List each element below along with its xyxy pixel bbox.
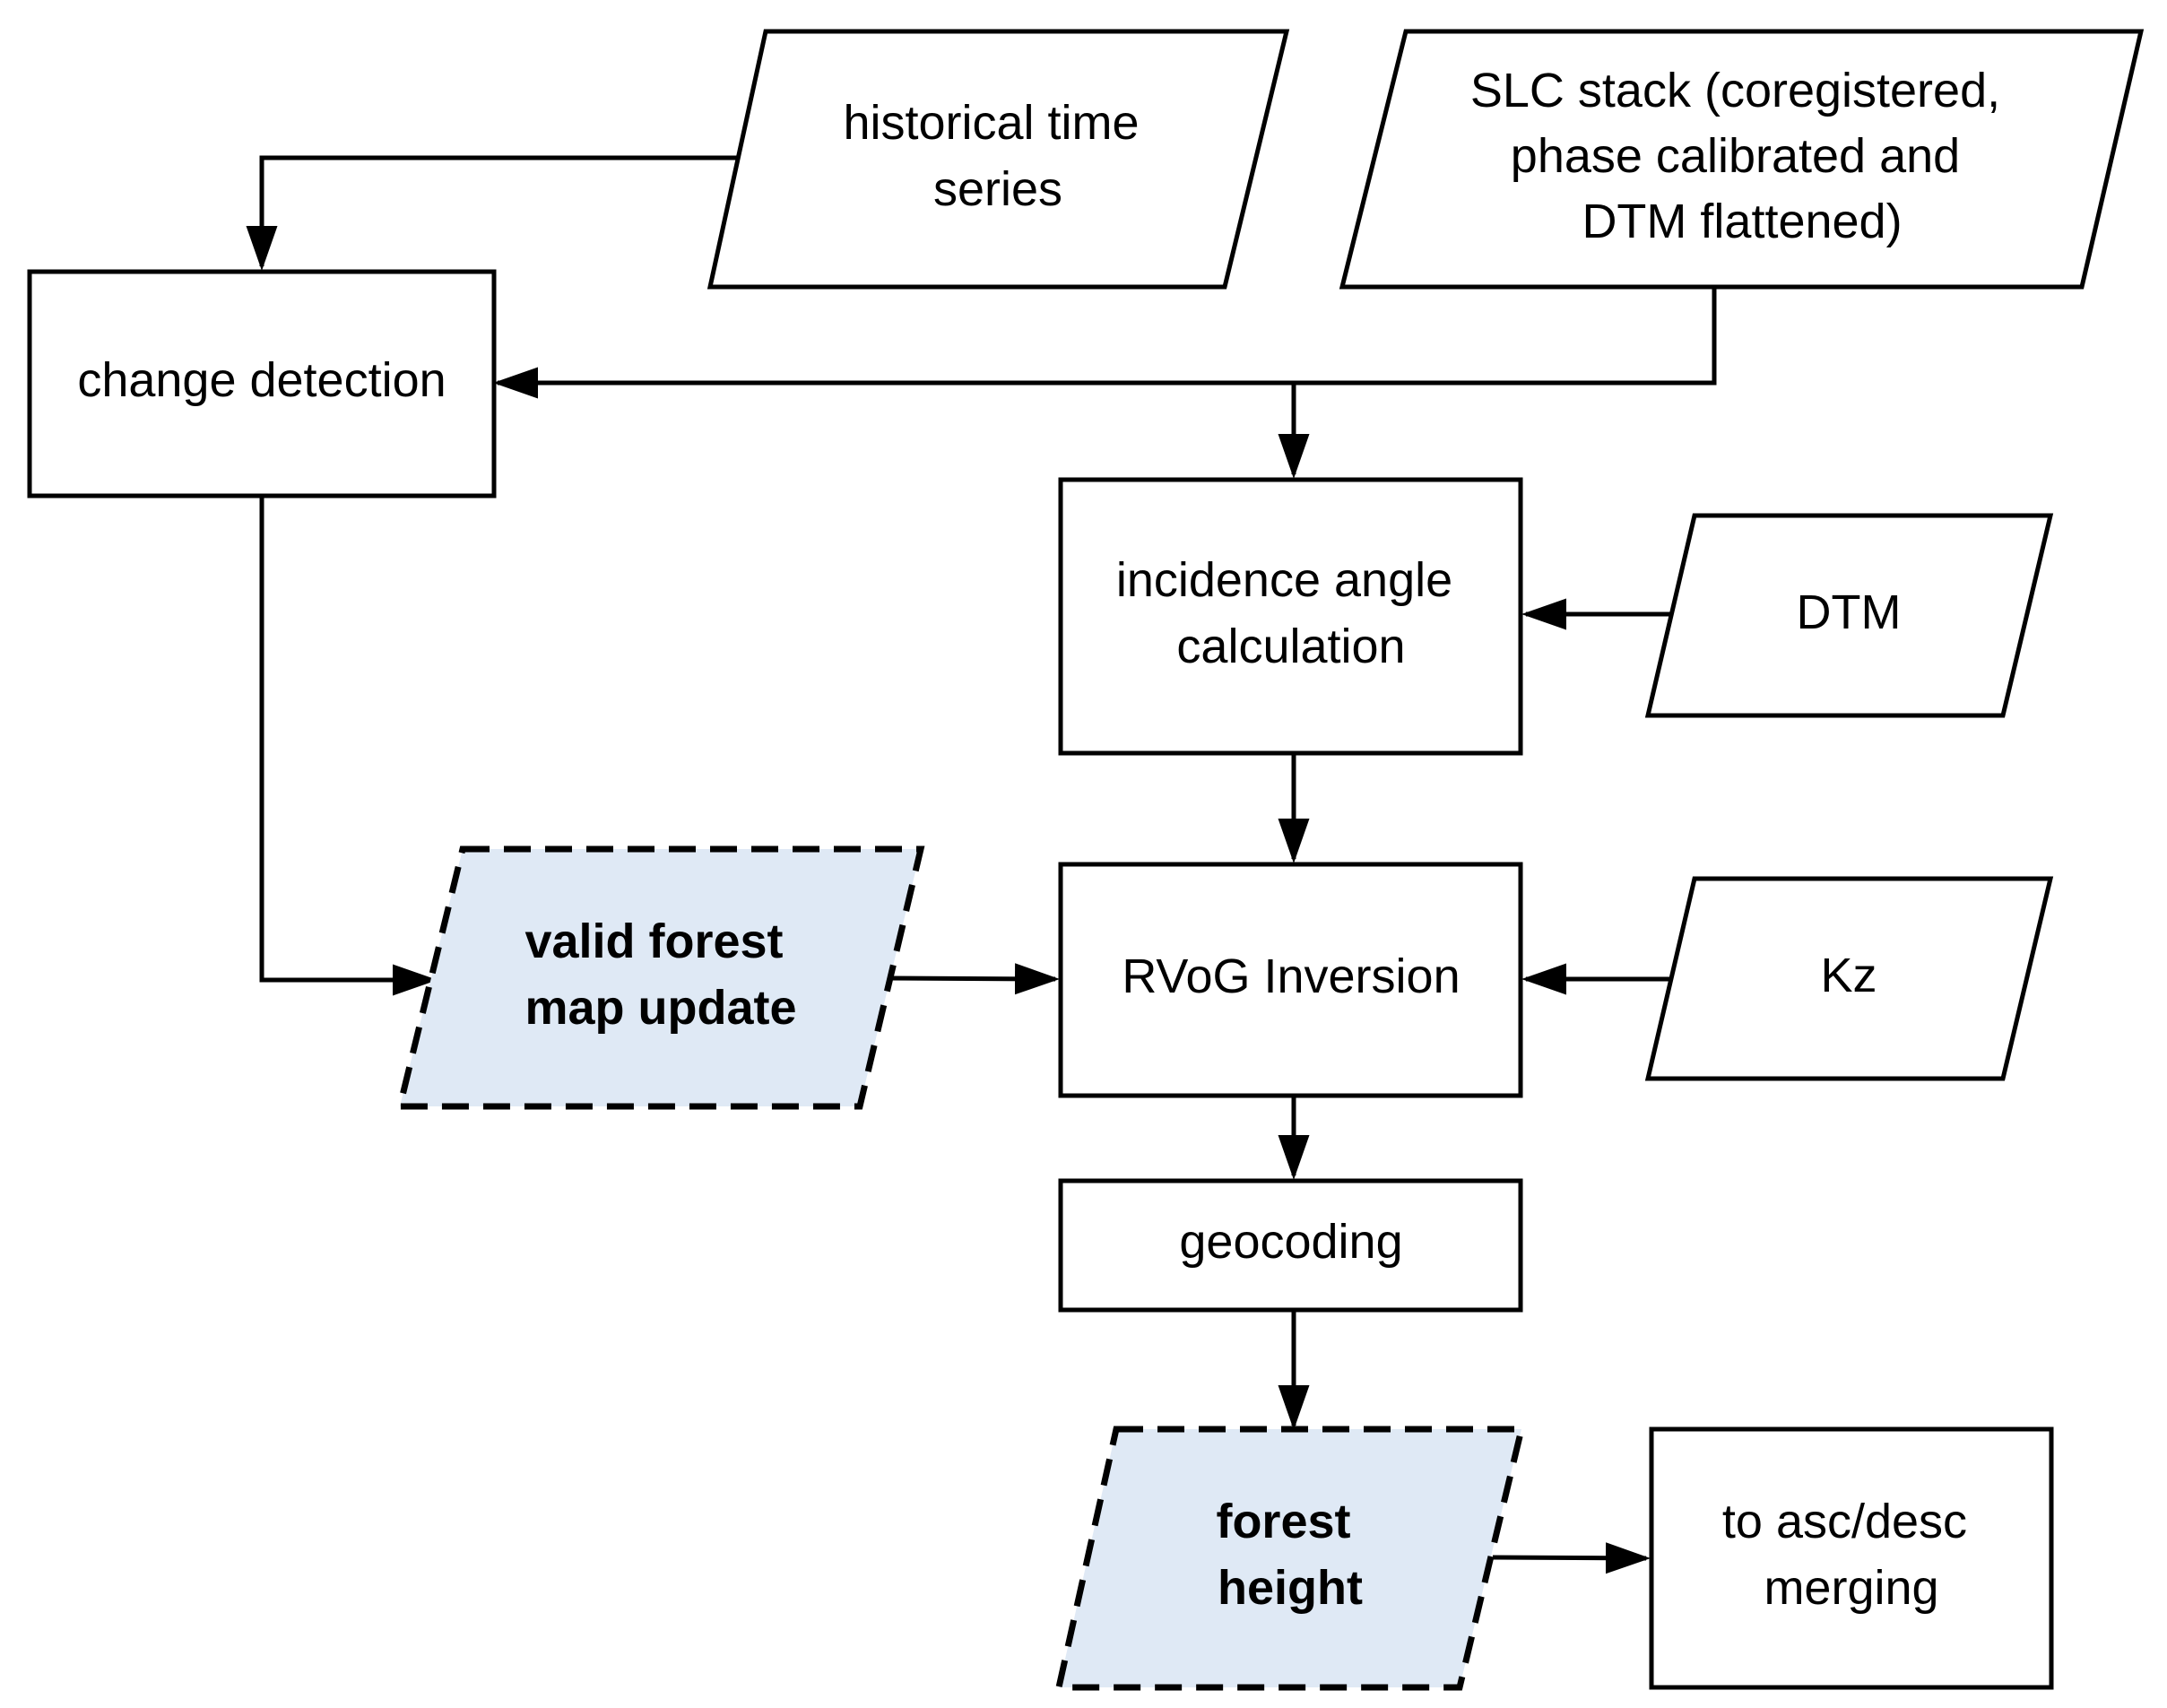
slc-stack-line-2: phase calibrated and bbox=[1511, 129, 1960, 183]
kz-line-1: Kz bbox=[1820, 949, 1877, 1002]
forest-height-line-1: forest bbox=[1216, 1495, 1350, 1548]
edge-change-detection-to-valid-map bbox=[259, 496, 438, 996]
edge-valid-map-to-rvog bbox=[888, 963, 1060, 995]
node-asc-desc-merging: to asc/desc merging bbox=[1649, 1426, 2054, 1690]
forest-height-label: forest height bbox=[1216, 1495, 1364, 1615]
kz-shape bbox=[1644, 876, 2054, 1081]
geocoding-label: geocoding bbox=[1179, 1215, 1402, 1269]
dtm-shape bbox=[1644, 513, 2054, 718]
asc-desc-merging-line-2: merging bbox=[1764, 1561, 1938, 1615]
incidence-angle-line-2: calculation bbox=[1176, 620, 1405, 673]
forest-height-shape bbox=[1054, 1426, 1526, 1691]
edge-slc-to-change-detection bbox=[493, 287, 1717, 399]
dtm-line-1: DTM bbox=[1797, 585, 1902, 639]
historical-time-series-label: historical time series bbox=[843, 96, 1152, 216]
node-valid-forest-map-update: valid forest map update bbox=[395, 845, 925, 1110]
geocoding-shape bbox=[1058, 1178, 1523, 1313]
slc-stack-label: SLC stack (coregistered, phase calibrate… bbox=[1470, 64, 2014, 248]
asc-desc-merging-shape bbox=[1649, 1426, 2054, 1690]
node-kz: Kz bbox=[1644, 876, 2054, 1081]
asc-desc-merging-line-1: to asc/desc bbox=[1722, 1495, 1967, 1548]
change-detection-label: change detection bbox=[77, 353, 446, 407]
node-rvog-inversion: RVoG Inversion bbox=[1058, 862, 1523, 1098]
node-change-detection: change detection bbox=[27, 269, 497, 499]
edge-forest-height-to-merging bbox=[1492, 1542, 1651, 1574]
change-detection-line-1: change detection bbox=[77, 353, 446, 407]
node-geocoding: geocoding bbox=[1058, 1178, 1523, 1313]
slc-stack-line-3: DTM flattened) bbox=[1582, 195, 1902, 248]
slc-stack-line-1: SLC stack (coregistered, bbox=[1470, 64, 2000, 117]
historical-time-series-line-2: series bbox=[933, 162, 1062, 216]
historical-time-series-line-1: historical time bbox=[843, 96, 1139, 150]
historical-time-series-shape bbox=[706, 29, 1290, 290]
slc-stack-shape bbox=[1339, 29, 2145, 290]
node-incidence-angle-calculation: incidence angle calculation bbox=[1058, 477, 1523, 756]
valid-forest-map-label: valid forest map update bbox=[524, 915, 796, 1035]
asc-desc-merging-label: to asc/desc merging bbox=[1722, 1495, 1981, 1615]
forest-height-line-2: height bbox=[1218, 1561, 1363, 1615]
node-forest-height: forest height bbox=[1054, 1426, 1526, 1691]
valid-forest-map-shape bbox=[395, 845, 925, 1110]
valid-forest-map-line-2: map update bbox=[524, 981, 796, 1035]
kz-label: Kz bbox=[1820, 949, 1877, 1002]
node-dtm: DTM bbox=[1644, 513, 2054, 718]
change-detection-shape bbox=[27, 269, 497, 499]
incidence-angle-label: incidence angle calculation bbox=[1116, 553, 1466, 673]
geocoding-line-1: geocoding bbox=[1179, 1215, 1402, 1269]
incidence-angle-line-1: incidence angle bbox=[1116, 553, 1452, 607]
dtm-label: DTM bbox=[1797, 585, 1902, 639]
incidence-angle-shape bbox=[1058, 477, 1523, 756]
edges bbox=[246, 155, 1717, 1574]
rvog-inversion-shape bbox=[1058, 862, 1523, 1098]
valid-forest-map-line-1: valid forest bbox=[524, 915, 783, 968]
rvog-inversion-line-1: RVoG Inversion bbox=[1122, 949, 1460, 1003]
node-historical-time-series: historical time series bbox=[706, 29, 1290, 290]
node-slc-stack: SLC stack (coregistered, phase calibrate… bbox=[1339, 29, 2145, 290]
rvog-inversion-label: RVoG Inversion bbox=[1122, 949, 1460, 1003]
edge-historical-to-change-detection bbox=[246, 155, 740, 271]
